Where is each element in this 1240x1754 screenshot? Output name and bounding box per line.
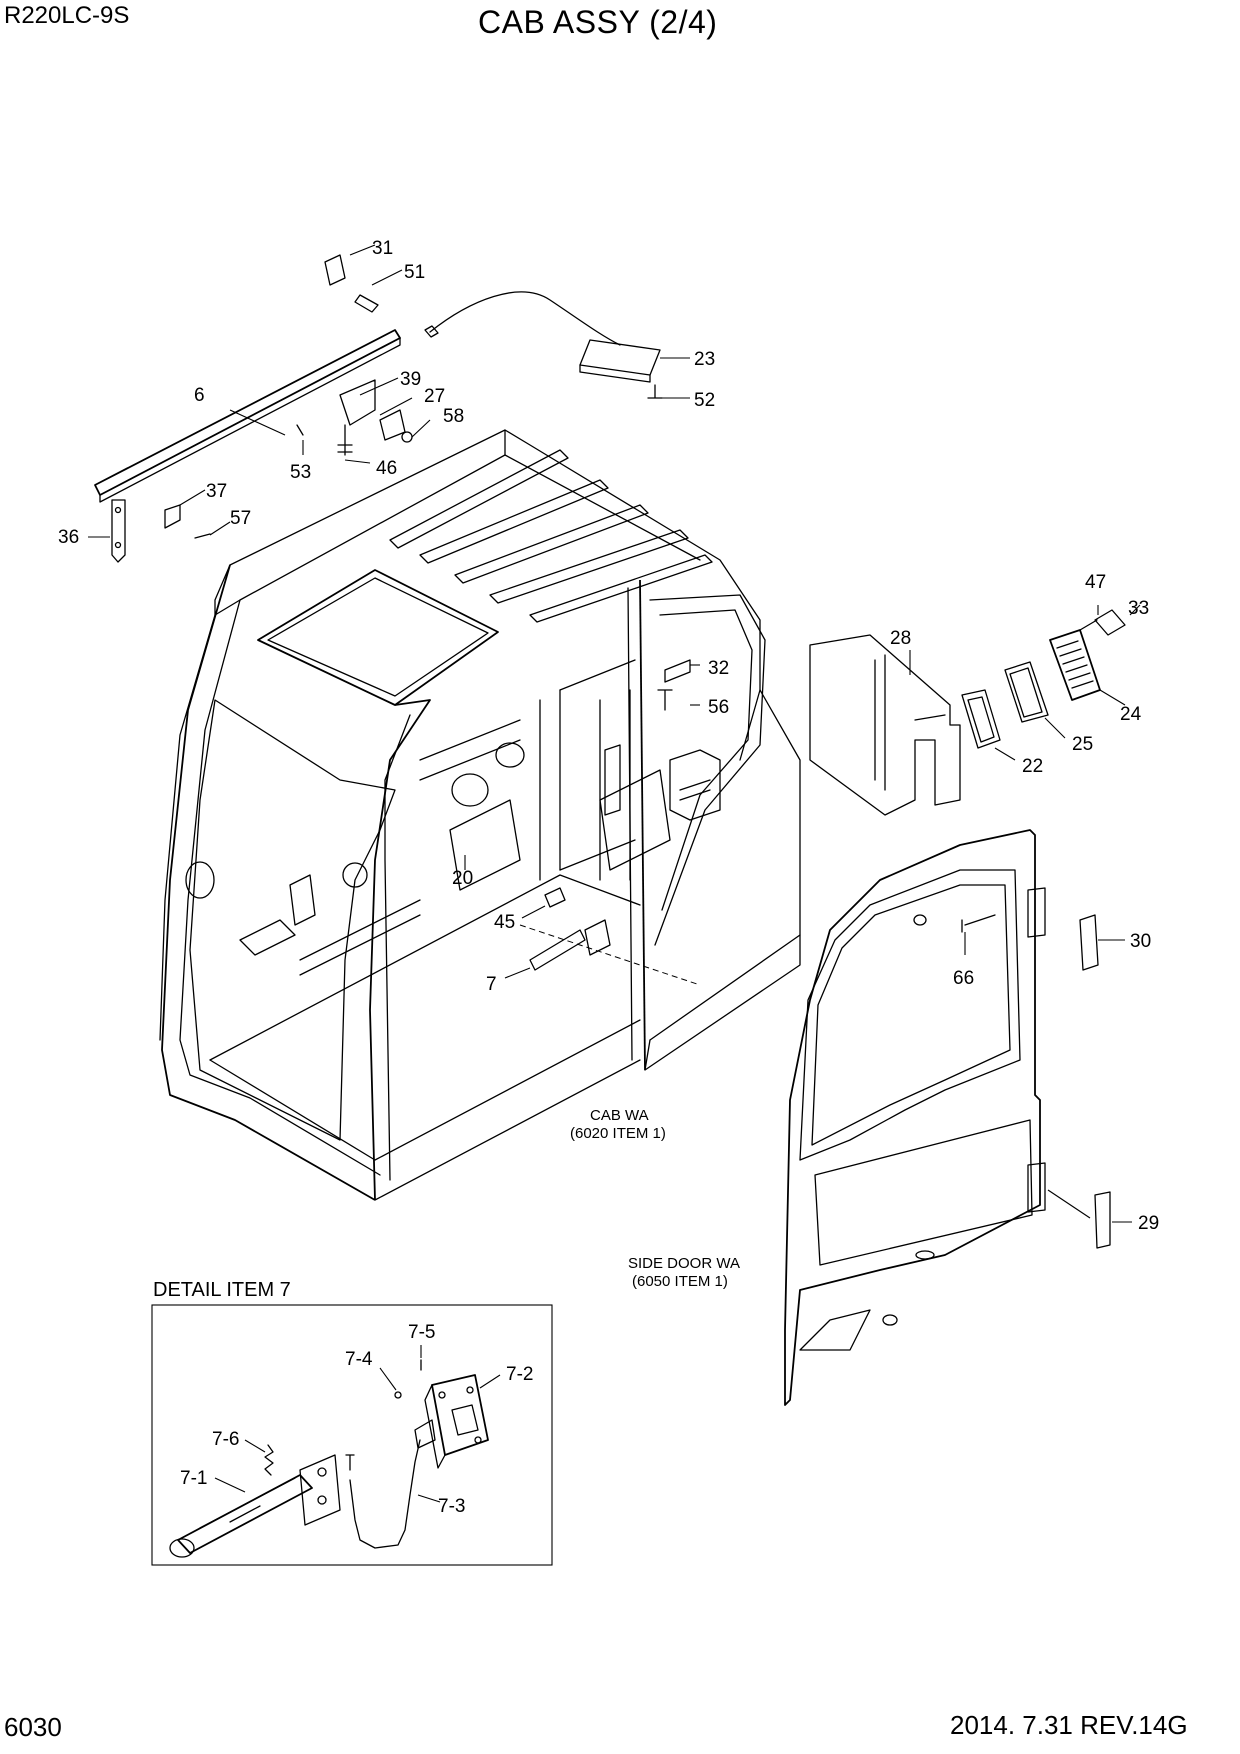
- detail-title: DETAIL ITEM 7: [153, 1279, 291, 1301]
- callout-58: 58: [443, 406, 464, 427]
- callout-53: 53: [290, 462, 311, 483]
- callout-7-5: 7-5: [408, 1322, 435, 1343]
- bolt-56-32: [657, 659, 691, 711]
- detail-parts: [169, 1345, 501, 1558]
- vent-grille-24: [1049, 609, 1126, 701]
- cab-wa-note-line1: CAB WA: [590, 1107, 649, 1124]
- callout-52: 52: [694, 390, 715, 411]
- callout-30: 30: [1130, 931, 1151, 952]
- callout-7-1: 7-1: [180, 1468, 207, 1489]
- callout-24: 24: [1120, 704, 1142, 725]
- leader-lines: [88, 244, 1141, 1223]
- detail-box: [151, 1304, 553, 1566]
- callout-20: 20: [452, 868, 473, 889]
- roof-rail-6: [94, 329, 401, 503]
- clip-37: [164, 504, 211, 539]
- bracket-31: [324, 254, 379, 313]
- panel-28: [809, 634, 961, 816]
- cab-frame: [159, 429, 801, 1201]
- callout-45: 45: [494, 912, 515, 933]
- callout-56: 56: [708, 697, 729, 718]
- callout-47: 47: [1085, 572, 1106, 593]
- cab-wa-note-line2: (6020 ITEM 1): [570, 1125, 666, 1142]
- callout-25: 25: [1072, 734, 1093, 755]
- callout-29: 29: [1138, 1213, 1159, 1234]
- cover-30: [1079, 914, 1099, 971]
- date-revision: 2014. 7.31 REV.14G: [950, 1710, 1188, 1740]
- callout-7: 7: [486, 974, 497, 995]
- side-door: [784, 829, 1046, 1406]
- side-door-note-line2: (6050 ITEM 1): [632, 1273, 728, 1290]
- callout-22: 22: [1022, 756, 1043, 777]
- callout-7-6: 7-6: [212, 1429, 239, 1450]
- striker-45-7: [529, 887, 611, 971]
- antenna-cable-23: [424, 291, 663, 399]
- callout-28: 28: [890, 628, 911, 649]
- page-title: CAB ASSY (2/4): [478, 4, 718, 40]
- callout-51: 51: [404, 262, 425, 283]
- callout-33: 33: [1128, 598, 1149, 619]
- bracket-36: [111, 499, 126, 563]
- callout-57: 57: [230, 508, 251, 529]
- side-door-note-line1: SIDE DOOR WA: [628, 1255, 740, 1272]
- bracket-39-27: [296, 379, 413, 456]
- model-code: R220LC-9S: [4, 2, 130, 29]
- callout-31: 31: [372, 238, 393, 259]
- bolt-66: [961, 914, 996, 933]
- callout-32: 32: [708, 658, 729, 679]
- page-number: 6030: [4, 1712, 62, 1742]
- callout-7-2: 7-2: [506, 1364, 533, 1385]
- callout-36: 36: [58, 527, 79, 548]
- cover-29: [1094, 1191, 1111, 1249]
- callout-7-3: 7-3: [438, 1496, 465, 1517]
- frame-25: [1004, 661, 1049, 723]
- callout-27: 27: [424, 386, 445, 407]
- callout-39: 39: [400, 369, 421, 390]
- callout-23: 23: [694, 349, 715, 370]
- callout-66: 66: [953, 968, 974, 989]
- seal-22: [961, 689, 1001, 749]
- callout-37: 37: [206, 481, 227, 502]
- callout-7-4: 7-4: [345, 1349, 373, 1370]
- callout-46: 46: [376, 458, 397, 479]
- callout-6: 6: [194, 385, 205, 406]
